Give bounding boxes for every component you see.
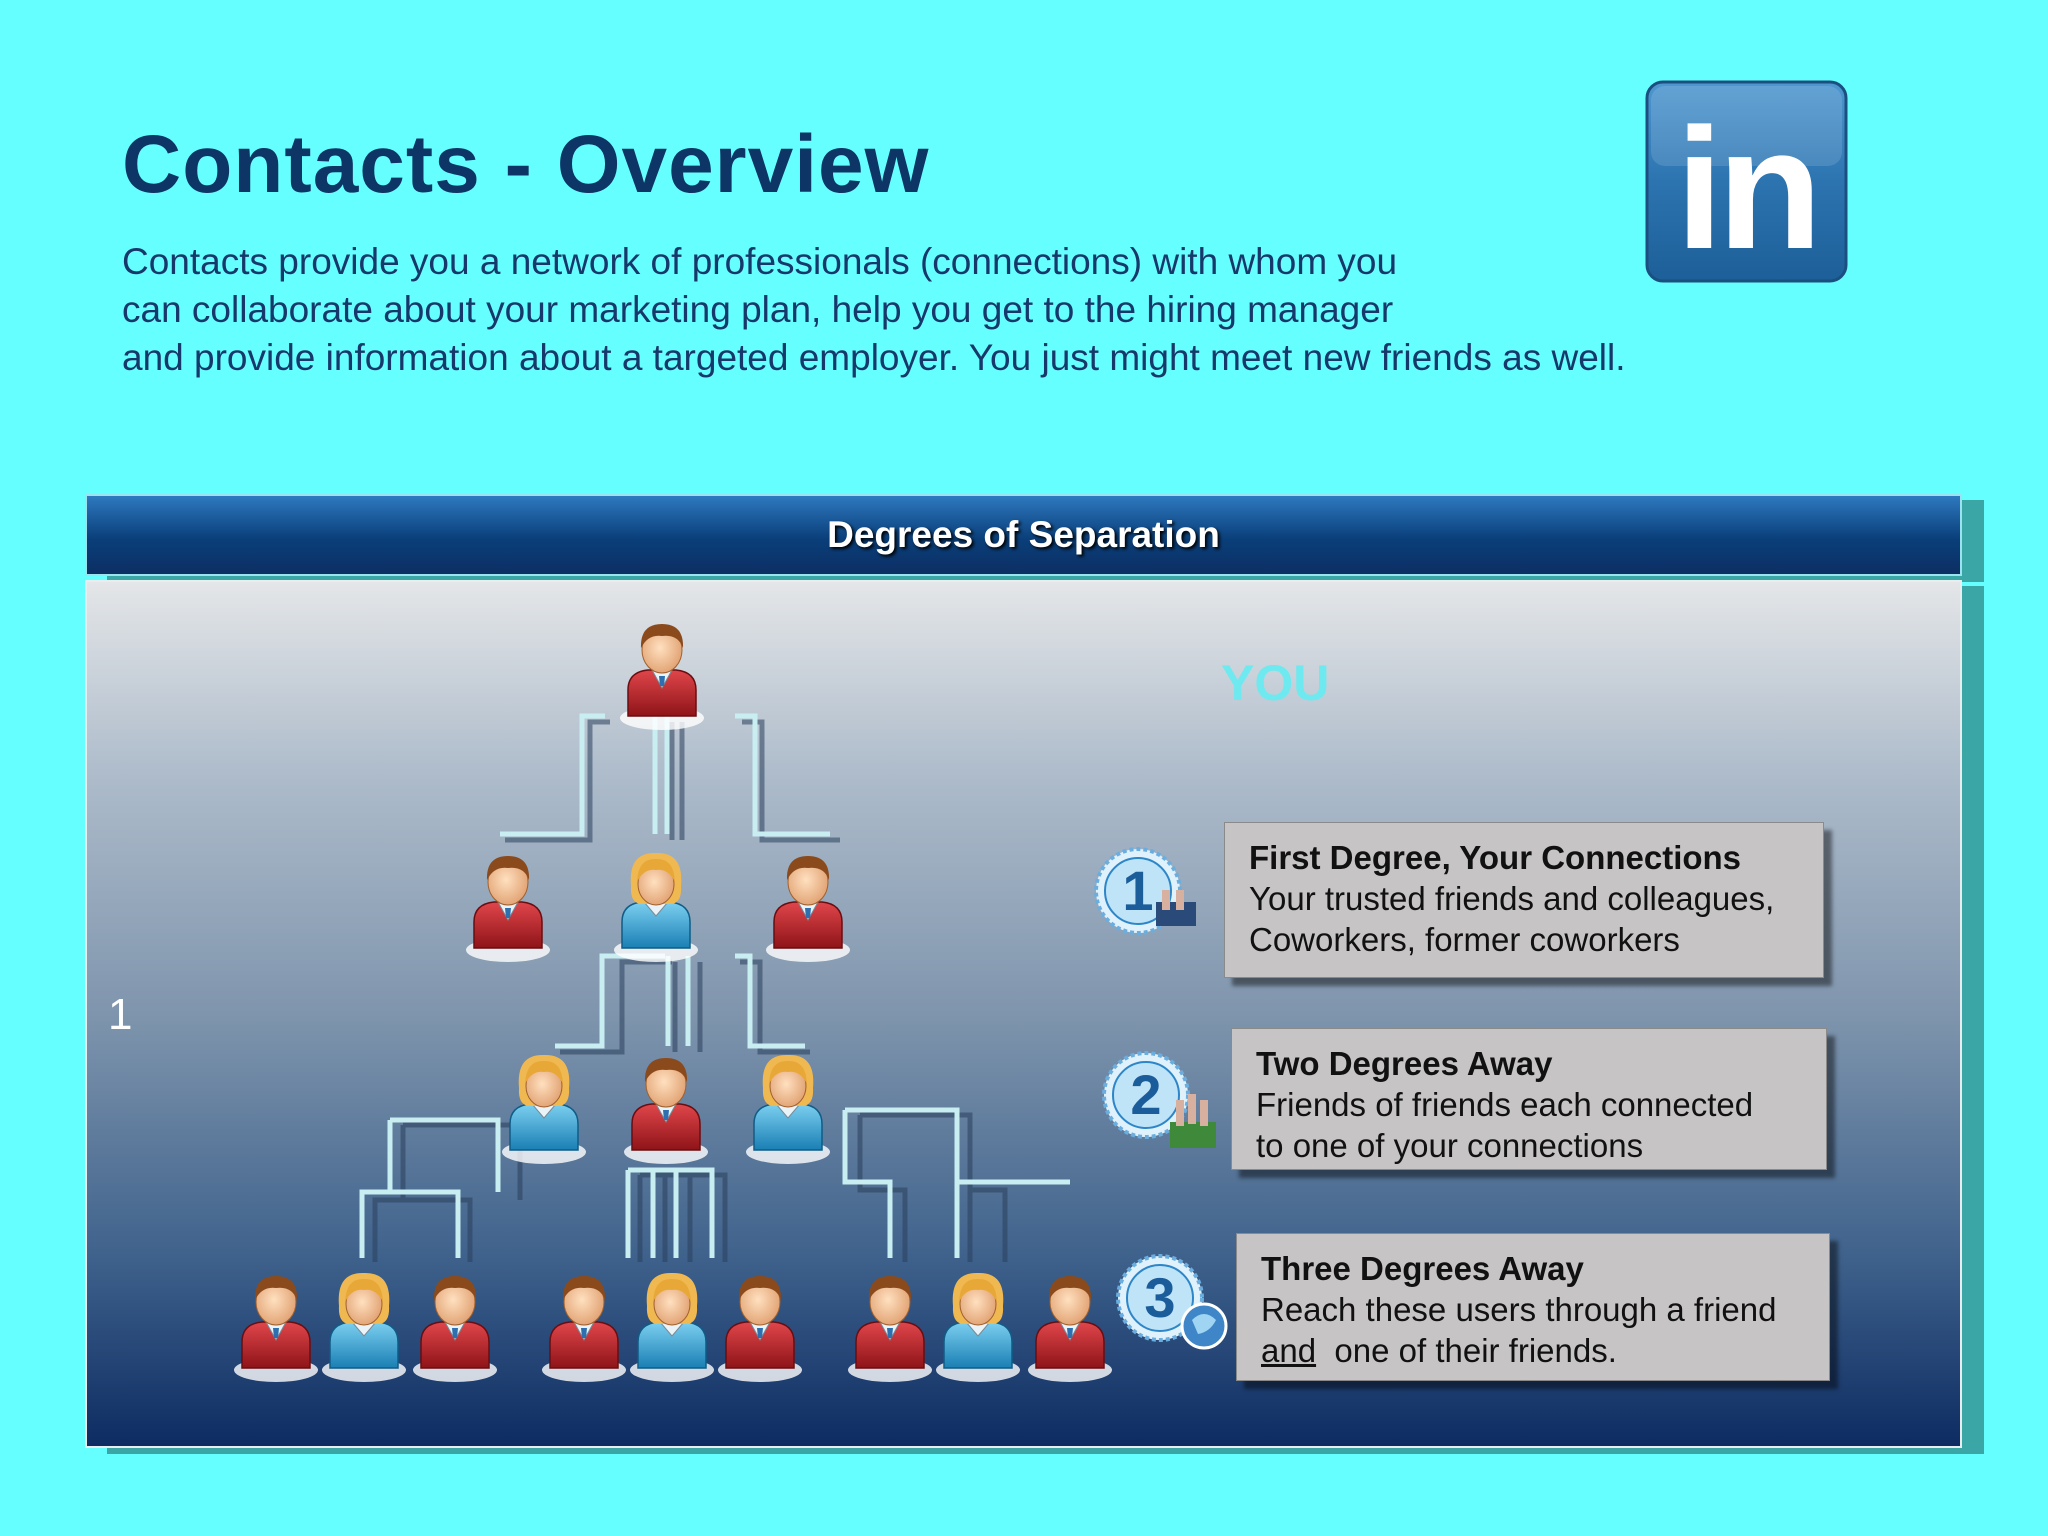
degree-badge-1: 1 — [1094, 847, 1196, 935]
person-level1 — [465, 855, 551, 963]
degree-badge-number: 3 — [1144, 1266, 1175, 1329]
panel-header: Degrees of Separation — [85, 494, 1962, 576]
panel-header-title: Degrees of Separation — [827, 514, 1220, 555]
degree-card-line: Coworkers, former coworkers — [1249, 921, 1680, 958]
person-level2 — [623, 1057, 709, 1165]
person-level3 — [233, 1275, 319, 1383]
degree-card-title: First Degree, Your Connections — [1249, 839, 1742, 876]
degree-card-second: Two Degrees Away Friends of friends each… — [1231, 1028, 1827, 1170]
linkedin-logo: in — [1645, 80, 1848, 283]
degree-card-line: Friends of friends each connected — [1256, 1086, 1754, 1123]
person-you — [619, 623, 705, 731]
intro-line: and provide information about a targeted… — [122, 337, 1626, 378]
person-level3 — [321, 1272, 407, 1383]
person-level3 — [847, 1275, 933, 1383]
degree-card-underlined-word: and — [1261, 1332, 1317, 1369]
page-title: Contacts - Overview — [122, 119, 930, 210]
degree-badge-number: 1 — [1122, 859, 1153, 922]
intro-line: Contacts provide you a network of profes… — [122, 241, 1398, 282]
person-level1 — [613, 852, 699, 963]
person-level3 — [541, 1275, 627, 1383]
person-level1 — [765, 855, 851, 963]
degree-card-line: Your trusted friends and colleagues, — [1249, 880, 1775, 917]
linkedin-logo-text: in — [1676, 93, 1817, 283]
degree-badge-3: 3 — [1116, 1254, 1228, 1350]
degree-badge-2: 2 — [1102, 1051, 1216, 1148]
intro-line: can collaborate about your marketing pla… — [122, 289, 1394, 330]
intro-text: Contacts provide you a network of profes… — [122, 238, 1802, 382]
connection-lines-shadow — [372, 719, 1008, 1262]
degree-badge-number: 2 — [1130, 1063, 1161, 1126]
you-label: YOU — [1221, 655, 1330, 711]
degree-card-third: Three Degrees Away Reach these users thr… — [1236, 1233, 1830, 1381]
person-level3 — [1027, 1275, 1113, 1383]
person-level3 — [935, 1272, 1021, 1383]
degree-card-first: First Degree, Your Connections Your trus… — [1224, 822, 1824, 978]
degree-card-line-rest: one of their friends. — [1316, 1332, 1617, 1369]
degree-card-title: Two Degrees Away — [1256, 1045, 1553, 1082]
person-level3 — [412, 1275, 498, 1383]
person-level3 — [717, 1275, 803, 1383]
side-number: 1 — [108, 990, 133, 1039]
person-level2 — [501, 1054, 587, 1165]
degree-card-line: and one of their friends. — [1261, 1330, 1805, 1371]
degree-card-line: Reach these users through a friend — [1261, 1291, 1777, 1328]
person-level2 — [745, 1054, 831, 1165]
degree-card-title: Three Degrees Away — [1261, 1250, 1584, 1287]
degree-card-line: to one of your connections — [1256, 1127, 1644, 1164]
person-level3 — [629, 1272, 715, 1383]
